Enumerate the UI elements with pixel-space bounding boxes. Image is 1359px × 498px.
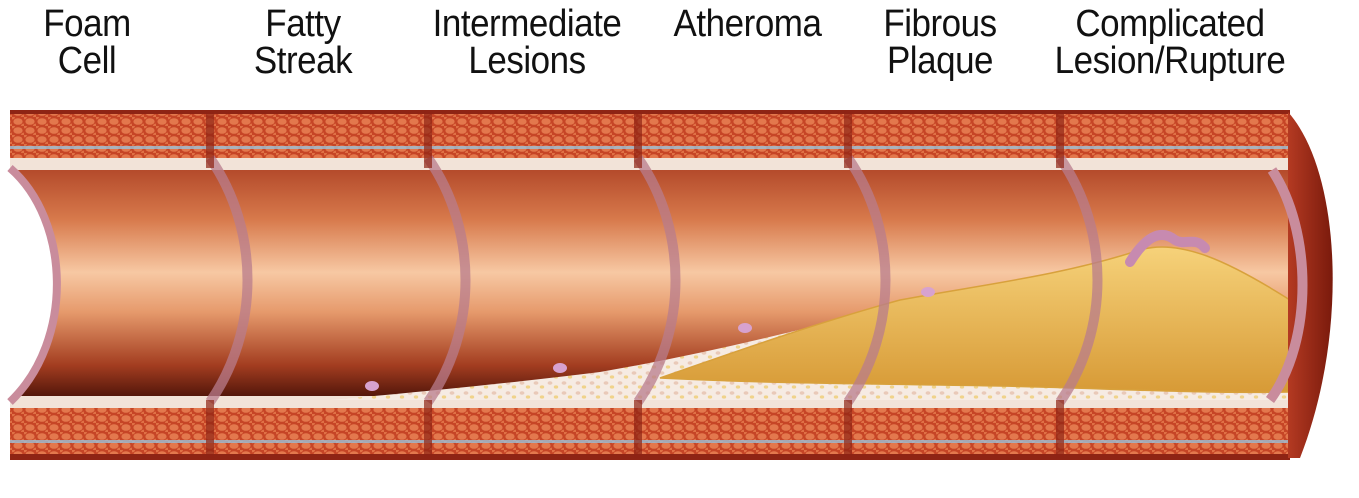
membrane-line-top <box>10 146 1290 149</box>
wall-bottom-edge <box>10 454 1290 460</box>
segment-wall-cut <box>1056 400 1064 458</box>
segment-wall-cut <box>844 400 852 458</box>
wall-top-edge <box>10 110 1290 114</box>
foam-cell-dot <box>553 363 567 373</box>
foam-cell-dot <box>921 287 935 297</box>
segment-wall-cut <box>634 112 642 168</box>
segment-wall-cut <box>206 112 214 168</box>
artery-tube <box>10 110 1333 460</box>
foam-cell-dot <box>738 323 752 333</box>
segment-wall-cut <box>206 400 214 458</box>
segment-wall-cut <box>844 112 852 168</box>
foam-cell-dot <box>365 381 379 391</box>
segment-wall-cut <box>1056 112 1064 168</box>
segment-wall-cut <box>424 400 432 458</box>
segment-wall-cut <box>634 400 642 458</box>
tube-right-end <box>1288 112 1333 458</box>
segment-wall-cut <box>424 112 432 168</box>
membrane-line-bottom <box>10 440 1290 443</box>
